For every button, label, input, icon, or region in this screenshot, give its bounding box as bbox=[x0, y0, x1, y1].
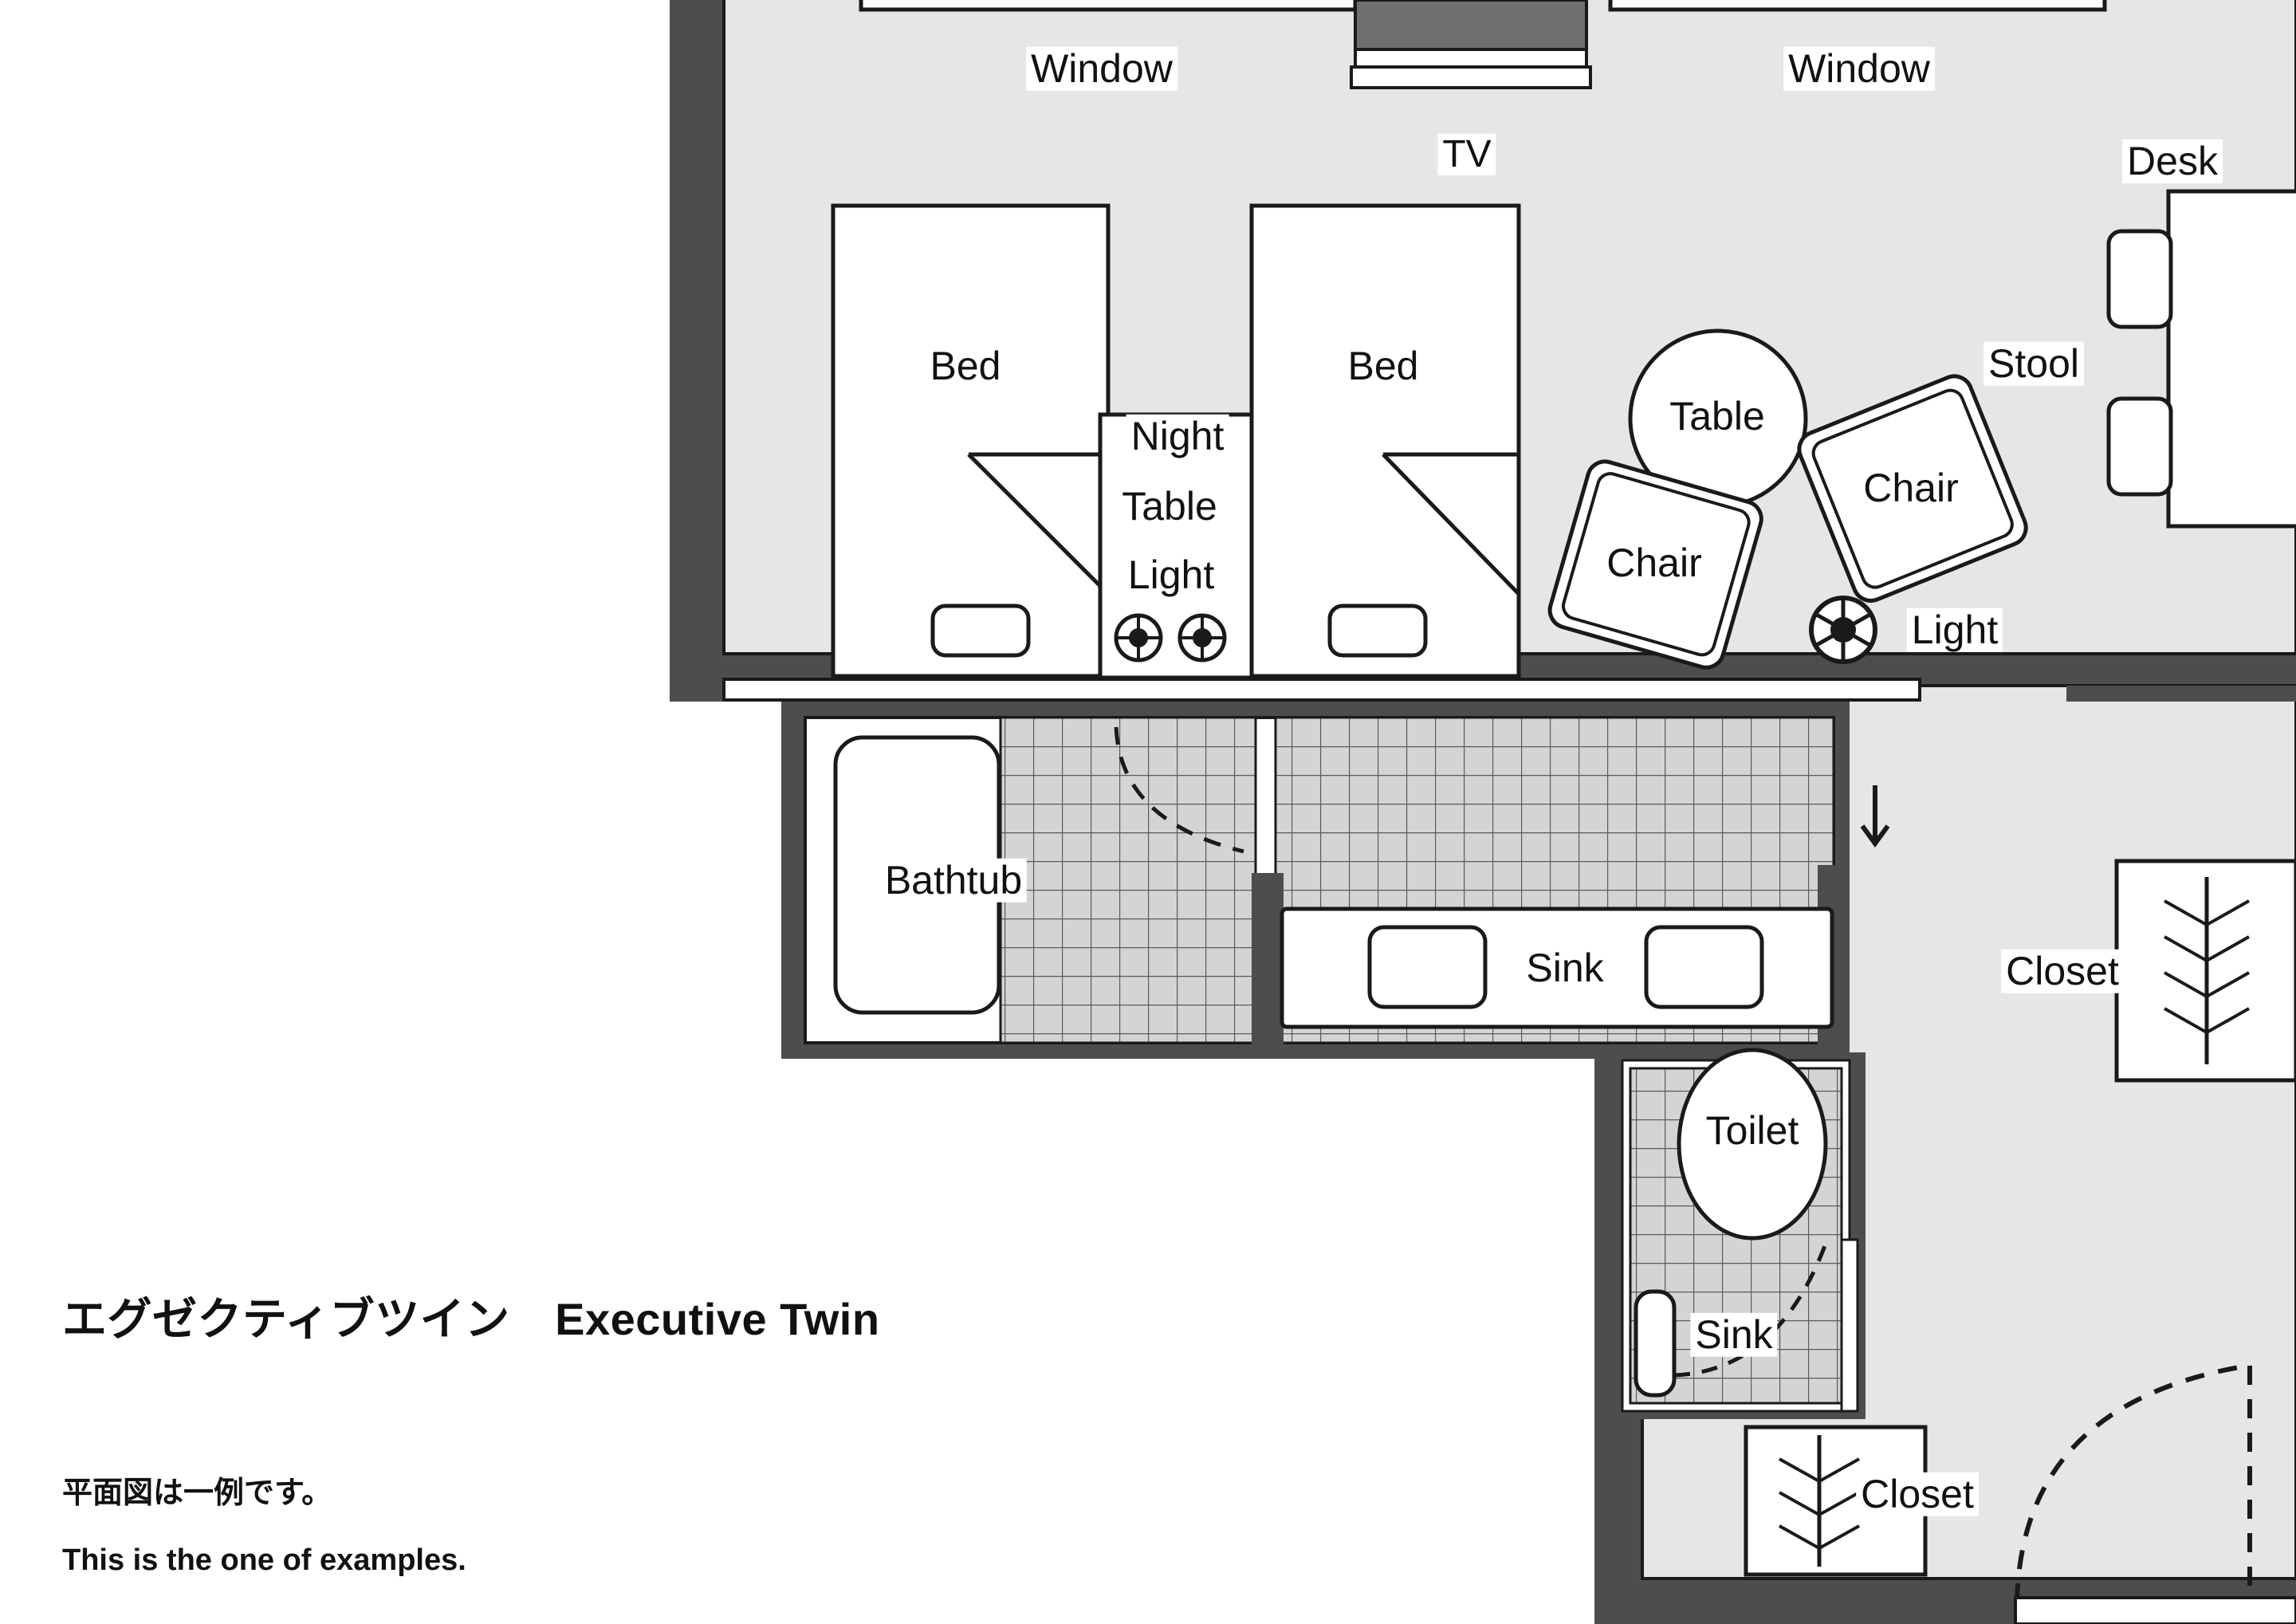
bed-right-glyph bbox=[1249, 203, 1521, 678]
closet-right-glyph bbox=[2114, 859, 2296, 1083]
entry-arrow-icon bbox=[1860, 785, 1890, 848]
window-left-glyph bbox=[859, 0, 1358, 12]
caption-block: エグゼクティブツイン Executive Twin 平面図は一例です。 This… bbox=[62, 1284, 880, 1578]
toilet-interior bbox=[1629, 1048, 1859, 1413]
bed-left-glyph bbox=[831, 203, 1111, 678]
tv-glyph bbox=[1350, 0, 1592, 89]
light-ceiling-glyph bbox=[1809, 596, 1877, 664]
night-table-glyph bbox=[1098, 412, 1254, 680]
plan-note-jp: 平面図は一例です。 bbox=[62, 1477, 332, 1510]
bathroom-interior bbox=[833, 716, 1848, 1044]
entry-door-swing bbox=[2014, 1363, 2296, 1624]
window-right-glyph bbox=[1608, 0, 2107, 12]
plan-note-en: This is the one of examples. bbox=[62, 1543, 466, 1577]
stool-glyph bbox=[2106, 229, 2173, 497]
closet-bottom-glyph bbox=[1744, 1425, 1928, 1577]
plan-title: エグゼクティブツイン Executive Twin bbox=[62, 1294, 880, 1344]
desk-glyph bbox=[2166, 189, 2296, 529]
